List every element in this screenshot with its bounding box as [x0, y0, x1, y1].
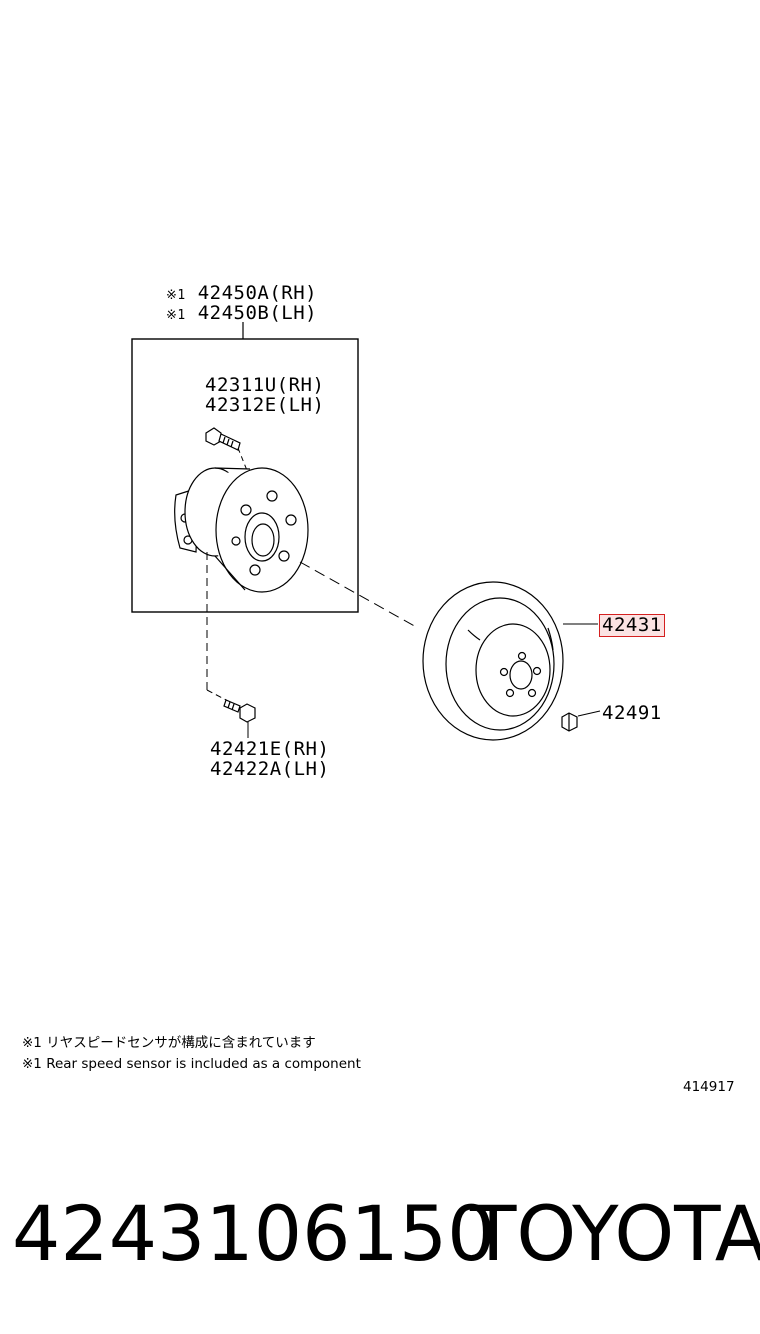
assembly-lh-text: 42450B(LH): [197, 302, 318, 324]
assembly-mark: ※1: [166, 288, 186, 303]
assembly-rh-text: 42450A(RH): [197, 282, 318, 304]
part-number: 4243106150: [12, 1189, 496, 1278]
hub-bearing-icon: [174, 467, 309, 593]
assembly-label-lh: ※1 42450B(LH): [166, 304, 317, 325]
note-english: ※1 Rear speed sensor is included as a co…: [22, 1056, 361, 1072]
brake-disc-icon: [422, 581, 564, 741]
diagram-id: 414917: [683, 1079, 735, 1095]
assembly-box: [131, 338, 359, 613]
assembly-label-rh: ※1 42450A(RH): [166, 284, 317, 305]
note-japanese: ※1 リヤスピードセンサが構成に含まれています: [22, 1035, 316, 1051]
screw-leader: [577, 710, 601, 717]
assembly-mark-2: ※1: [166, 308, 186, 323]
mount-bolt-icon: [223, 699, 256, 723]
hub-bolt-label-lh: 42312E(LH): [205, 394, 325, 416]
brand-name: TOYOTA: [470, 1189, 760, 1278]
screw-label: 42491: [602, 702, 662, 724]
disc-label: 42431: [599, 614, 665, 637]
mount-bolt-label-rh: 42421E(RH): [210, 738, 330, 760]
hub-bolt-label-rh: 42311U(RH): [205, 374, 325, 396]
screw-icon: [561, 712, 578, 732]
hub-bolt-icon: [205, 427, 241, 451]
mount-bolt-label-lh: 42422A(LH): [210, 758, 330, 780]
hub-disc-leader: [299, 561, 419, 629]
